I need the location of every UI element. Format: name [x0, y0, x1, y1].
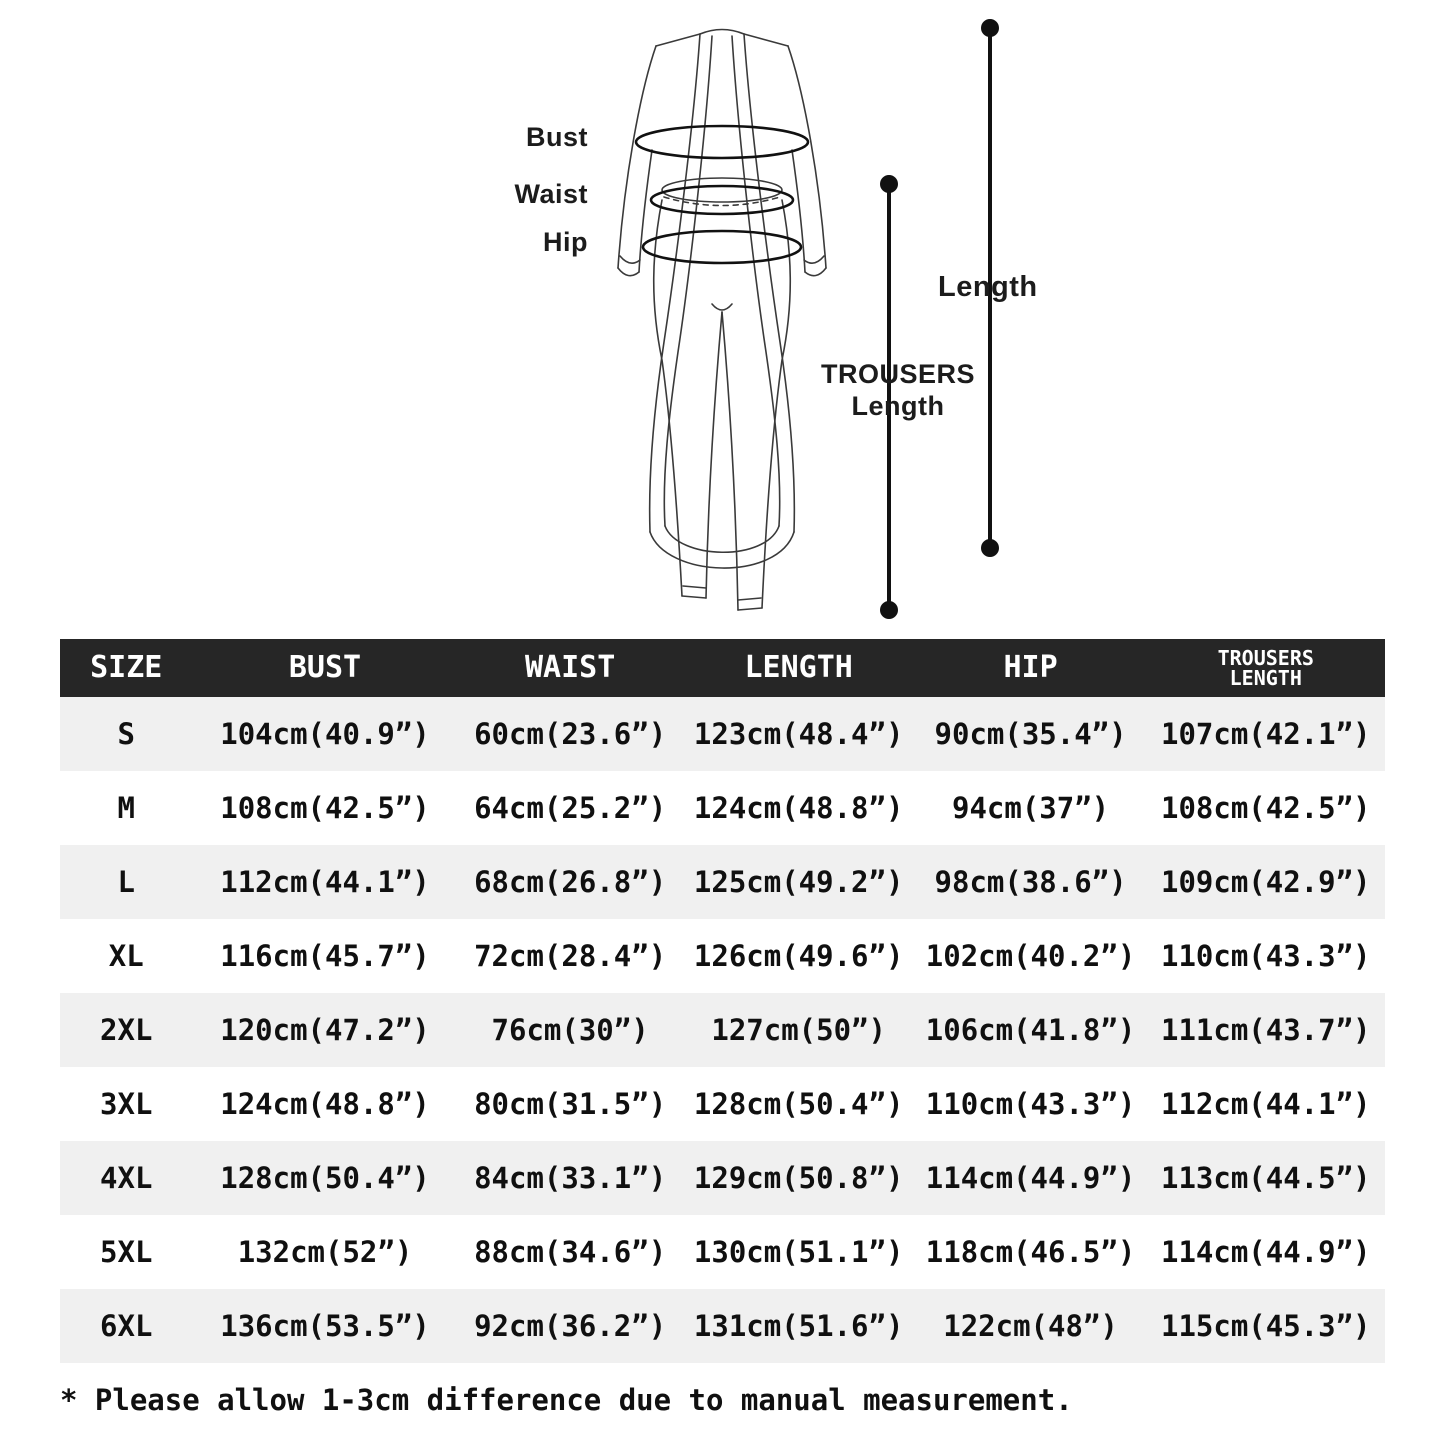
table-cell: 80cm(31.5”) [474, 1087, 667, 1121]
table-cell: 129cm(50.8”) [693, 1161, 904, 1195]
length-label: Length [938, 271, 1038, 303]
column-header: SIZE [60, 639, 193, 697]
size-cell: 2XL [100, 1013, 153, 1047]
table-cell: 136cm(53.5”) [220, 1309, 430, 1343]
table-row: 3XL 124cm(48.8”) 80cm(31.5”) 128cm(50.4”) 11… [60, 1067, 1385, 1141]
size-cell: S [117, 717, 135, 751]
table-cell: 124cm(48.8”) [693, 791, 904, 825]
hip-label: Hip [543, 227, 588, 257]
table-cell: 109cm(42.9”) [1160, 865, 1371, 899]
waist-measure-line [649, 184, 795, 216]
table-cell: 127cm(50”) [711, 1013, 886, 1047]
table-row: M 108cm(42.5”) 64cm(25.2”) 124cm(48.8”) 94cm… [60, 771, 1385, 845]
table-cell: 102cm(40.2”) [925, 939, 1136, 973]
table-cell: 94cm(37”) [951, 791, 1110, 825]
column-header: WAIST [457, 639, 683, 697]
size-cell: 4XL [100, 1161, 153, 1195]
size-cell: 3XL [100, 1087, 153, 1121]
table-cell: 114cm(44.9”) [925, 1161, 1136, 1195]
table-cell: 84cm(33.1”) [474, 1161, 667, 1195]
table-cell: 64cm(25.2”) [474, 791, 667, 825]
table-cell: 122cm(48”) [943, 1309, 1118, 1343]
table-cell: 72cm(28.4”) [474, 939, 667, 973]
table-cell: 108cm(42.5”) [1160, 791, 1371, 825]
table-cell: 114cm(44.9”) [1160, 1235, 1371, 1269]
bust-measure-line [634, 124, 810, 160]
table-cell: 60cm(23.6”) [474, 717, 667, 751]
column-header: BUST [192, 639, 458, 697]
table-cell: 92cm(36.2”) [474, 1309, 667, 1343]
size-cell: 5XL [100, 1235, 153, 1269]
table-cell: 76cm(30”) [491, 1013, 649, 1047]
table-cell: 120cm(47.2”) [220, 1013, 430, 1047]
bust-label: Bust [526, 122, 588, 152]
table-cell: 128cm(50.4”) [693, 1087, 904, 1121]
table-cell: 131cm(51.6”) [693, 1309, 904, 1343]
garment-sketch [617, 19, 999, 619]
size-cell: XL [108, 939, 144, 973]
table-cell: 110cm(43.3”) [1160, 939, 1371, 973]
table-cell: 128cm(50.4”) [220, 1161, 430, 1195]
column-header: LENGTH [682, 639, 915, 697]
table-row: 6XL 136cm(53.5”) 92cm(36.2”) 131cm(51.6”) 12… [60, 1289, 1385, 1363]
table-row: L 112cm(44.1”) 68cm(26.8”) 125cm(49.2”) 98cm… [60, 845, 1385, 919]
table-cell: 88cm(34.6”) [474, 1235, 667, 1269]
column-header: HIP [914, 639, 1147, 697]
waist-label: Waist [514, 179, 588, 209]
table-cell: 68cm(26.8”) [474, 865, 667, 899]
column-header: TROUSERS LENGTH [1146, 639, 1385, 697]
table-row: 5XL 132cm(52”) 88cm(34.6”) 130cm(51.1”) 118c… [60, 1215, 1385, 1289]
table-row: XL 116cm(45.7”) 72cm(28.4”) 126cm(49.6”) 102… [60, 919, 1385, 993]
table-cell: 132cm(52”) [237, 1235, 413, 1269]
table-cell: 130cm(51.1”) [693, 1235, 904, 1269]
table-cell: 116cm(45.7”) [220, 939, 430, 973]
size-cell: L [117, 865, 135, 899]
table-cell: 104cm(40.9”) [220, 717, 430, 751]
size-cell: M [117, 791, 135, 825]
table-cell: 98cm(38.6”) [934, 865, 1127, 899]
hip-measure-line [641, 229, 803, 265]
table-cell: 110cm(43.3”) [925, 1087, 1136, 1121]
table-cell: 118cm(46.5”) [925, 1235, 1136, 1269]
measurement-footnote: * Please allow 1-3cm difference due to m… [60, 1383, 1073, 1417]
table-row: 4XL 128cm(50.4”) 84cm(33.1”) 129cm(50.8”) 11… [60, 1141, 1385, 1215]
table-cell: 108cm(42.5”) [220, 791, 430, 825]
table-cell: 112cm(44.1”) [1160, 1087, 1371, 1121]
size-diagram: Bust Waist Hip Length TROUSERS Length [0, 0, 1445, 625]
table-cell: 107cm(42.1”) [1160, 717, 1371, 751]
size-table-body: S 104cm(40.9”) 60cm(23.6”) 123cm(48.4”) 90cm… [60, 697, 1385, 1363]
table-row: 2XL 120cm(47.2”) 76cm(30”) 127cm(50”) 106cm(… [60, 993, 1385, 1067]
table-row: S 104cm(40.9”) 60cm(23.6”) 123cm(48.4”) 90cm… [60, 697, 1385, 771]
trousers-measure-line [880, 175, 898, 619]
table-cell: 124cm(48.8”) [220, 1087, 430, 1121]
trousers-length-label: TROUSERS Length [806, 358, 990, 423]
size-cell: 6XL [100, 1309, 153, 1343]
trousers-length-label-line2: Length [851, 391, 945, 422]
table-cell: 113cm(44.5”) [1160, 1161, 1371, 1195]
trousers-length-label-line1: TROUSERS [820, 359, 976, 389]
table-cell: 126cm(49.6”) [693, 939, 904, 973]
length-measure-line [981, 19, 999, 557]
table-cell: 90cm(35.4”) [934, 717, 1127, 751]
table-cell: 123cm(48.4”) [693, 717, 904, 751]
table-cell: 112cm(44.1”) [220, 865, 430, 899]
table-cell: 111cm(43.7”) [1160, 1013, 1371, 1047]
table-cell: 106cm(41.8”) [925, 1013, 1136, 1047]
table-cell: 125cm(49.2”) [693, 865, 904, 899]
table-cell: 115cm(45.3”) [1160, 1309, 1371, 1343]
